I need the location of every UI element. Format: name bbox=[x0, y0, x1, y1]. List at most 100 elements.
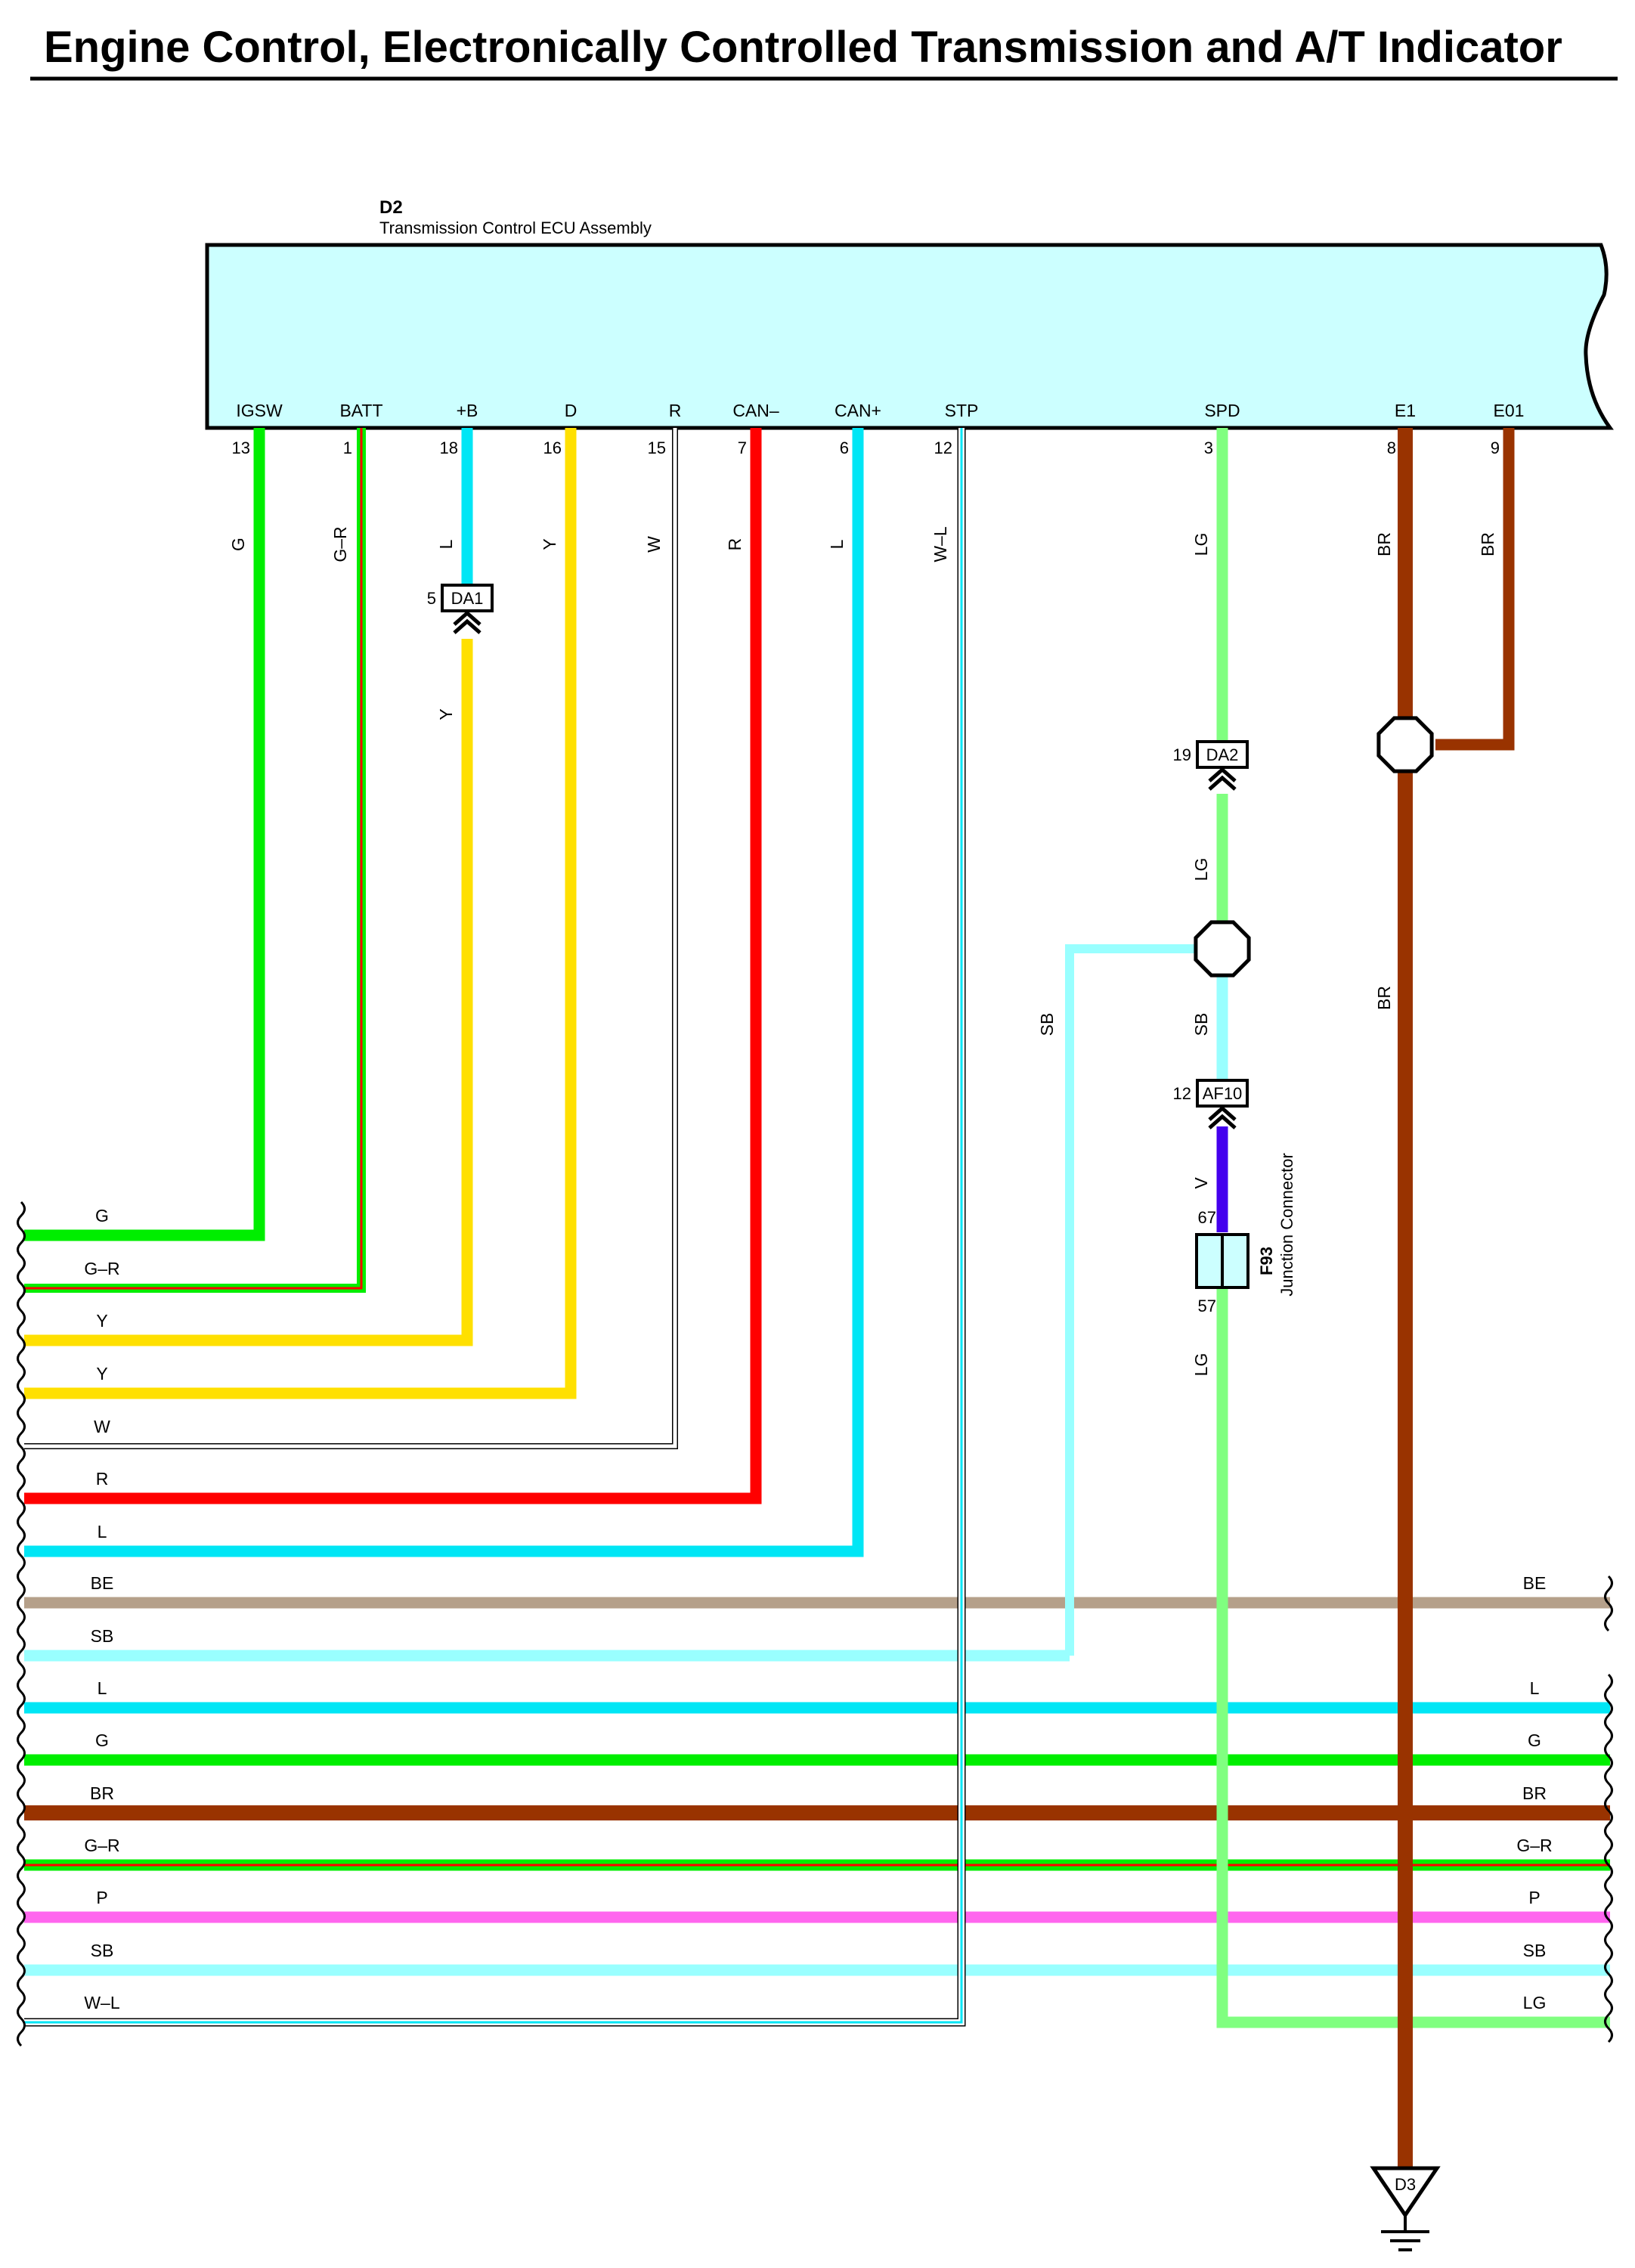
connector-DA1 bbox=[441, 584, 494, 612]
chevron-icon bbox=[453, 610, 482, 626]
pin-label-7: STP bbox=[945, 401, 979, 420]
pin-wire-8: LG bbox=[1191, 533, 1211, 556]
pin-label-8: SPD bbox=[1204, 401, 1240, 420]
right-wire-label-4: G–R bbox=[1516, 1836, 1552, 1855]
pin-label-6: CAN+ bbox=[835, 401, 881, 420]
pin-number-3: 16 bbox=[543, 438, 562, 457]
wire-label-junction-below: LG bbox=[1191, 1353, 1211, 1377]
ground-triangle bbox=[1370, 2166, 1441, 2219]
wire-r bbox=[24, 428, 677, 1448]
right-wire-label-3: BR bbox=[1522, 1783, 1547, 1803]
wire-sb-branch bbox=[1065, 944, 1222, 1656]
right-wire-label-5: P bbox=[1528, 1888, 1540, 1907]
splice-e1 bbox=[1376, 716, 1434, 773]
left-wire-label-5: R bbox=[96, 1469, 109, 1489]
wire-stp-outline bbox=[24, 428, 966, 2027]
chevron-icon bbox=[1208, 1114, 1237, 1129]
left-wire-label-9: L bbox=[98, 1678, 107, 1698]
pin-number-0: 13 bbox=[232, 438, 250, 457]
wire-label-e1-below: BR bbox=[1374, 986, 1394, 1010]
pin-label-5: CAN– bbox=[732, 401, 779, 420]
ground-code: D3 bbox=[1395, 2175, 1416, 2194]
wire-label-sb-branch: SB bbox=[1037, 1013, 1057, 1036]
left-break-icon bbox=[17, 1201, 26, 2047]
pin-number-4: 15 bbox=[648, 438, 666, 457]
wire-label-af10-below: V bbox=[1191, 1177, 1211, 1189]
connector-pin-0: 5 bbox=[427, 589, 436, 608]
pin-wire-10: BR bbox=[1478, 532, 1497, 556]
connector-DA2 bbox=[1196, 740, 1249, 769]
wire-canp bbox=[24, 428, 864, 1557]
pin-number-6: 6 bbox=[840, 438, 849, 457]
right-break-icon bbox=[1604, 1575, 1613, 1632]
pin-wire-4: W bbox=[644, 536, 664, 553]
chevron-icon bbox=[453, 618, 482, 634]
left-wire-label-8: SB bbox=[91, 1626, 114, 1646]
wire-d bbox=[24, 428, 577, 1399]
pin-wire-1: G–R bbox=[330, 526, 350, 562]
pin-number-9: 8 bbox=[1387, 438, 1396, 457]
pin-label-1: BATT bbox=[339, 401, 382, 420]
connector-code-2: AF10 bbox=[1203, 1084, 1243, 1103]
wire-stp-stripe bbox=[24, 428, 963, 2024]
left-wire-label-1: G–R bbox=[84, 1259, 119, 1278]
connector-code-1: DA2 bbox=[1206, 745, 1239, 764]
splice-spd bbox=[1194, 920, 1251, 978]
wire-e01 bbox=[1435, 428, 1515, 751]
pin-wire-6: L bbox=[827, 539, 847, 549]
wires-layer bbox=[17, 428, 1613, 2251]
left-wire-label-0: G bbox=[95, 1206, 109, 1225]
connector-pin-2: 12 bbox=[1173, 1084, 1191, 1103]
left-wire-label-3: Y bbox=[96, 1364, 107, 1383]
pin-number-10: 9 bbox=[1491, 438, 1500, 457]
ecu-code: D2 bbox=[379, 197, 403, 218]
pin-wire-0: G bbox=[228, 538, 248, 551]
right-wire-label-7: LG bbox=[1523, 1993, 1547, 2012]
junction-pin-top: 67 bbox=[1198, 1208, 1216, 1227]
pin-label-10: E01 bbox=[1494, 401, 1525, 420]
wire-plusb-y bbox=[24, 639, 473, 1346]
left-wire-label-10: G bbox=[95, 1730, 109, 1750]
pin-number-1: 1 bbox=[343, 438, 352, 457]
wire-label-da1-below: Y bbox=[436, 708, 456, 720]
junction-code: F93 bbox=[1257, 1247, 1276, 1275]
junction-name: Junction Connector bbox=[1277, 1153, 1296, 1297]
wire-spd-lg bbox=[1216, 1261, 1610, 2028]
chevron-icon bbox=[1208, 1105, 1237, 1121]
pin-label-0: IGSW bbox=[236, 401, 283, 420]
pin-wire-5: R bbox=[725, 538, 745, 551]
pin-number-8: 3 bbox=[1204, 438, 1213, 457]
left-wire-label-6: L bbox=[98, 1522, 107, 1541]
left-wire-label-14: SB bbox=[91, 1941, 114, 1960]
pin-label-4: R bbox=[669, 401, 682, 420]
wire-igsw bbox=[24, 428, 265, 1241]
wire-canm bbox=[24, 428, 762, 1504]
wire-r-outline bbox=[24, 428, 678, 1449]
chevron-icon bbox=[1208, 767, 1237, 782]
labels-layer: IGSW13GBATT1G–R+B18LD16YR15WCAN–7RCAN+6L… bbox=[84, 401, 1552, 2194]
pin-number-5: 7 bbox=[738, 438, 747, 457]
connector-pin-1: 19 bbox=[1173, 745, 1191, 764]
ecu-name: Transmission Control ECU Assembly bbox=[379, 218, 652, 237]
pin-label-9: E1 bbox=[1395, 401, 1416, 420]
connector-code-0: DA1 bbox=[451, 589, 484, 608]
pin-label-3: D bbox=[565, 401, 578, 420]
left-wire-label-13: P bbox=[96, 1888, 107, 1907]
wire-batt bbox=[24, 428, 366, 1293]
right-break-icon bbox=[1604, 1673, 1613, 2043]
wire-stp bbox=[24, 428, 965, 2025]
left-wire-label-12: G–R bbox=[84, 1836, 119, 1855]
right-wire-label-1: L bbox=[1530, 1678, 1540, 1698]
wire-batt-stripe bbox=[24, 428, 363, 1290]
left-wire-label-7: BE bbox=[91, 1573, 114, 1593]
wire-label-da2-below: LG bbox=[1191, 858, 1211, 881]
right-wire-label-2: G bbox=[1528, 1730, 1541, 1750]
connector-AF10 bbox=[1196, 1079, 1249, 1108]
left-wire-label-2: Y bbox=[96, 1311, 107, 1331]
wire-label-spd-sb: SB bbox=[1191, 1013, 1211, 1036]
pin-wire-9: BR bbox=[1374, 532, 1394, 556]
ecu-box bbox=[205, 243, 1614, 430]
pin-label-2: +B bbox=[457, 401, 478, 420]
pin-wire-2: L bbox=[436, 539, 456, 549]
pin-wire-7: W–L bbox=[931, 526, 950, 562]
